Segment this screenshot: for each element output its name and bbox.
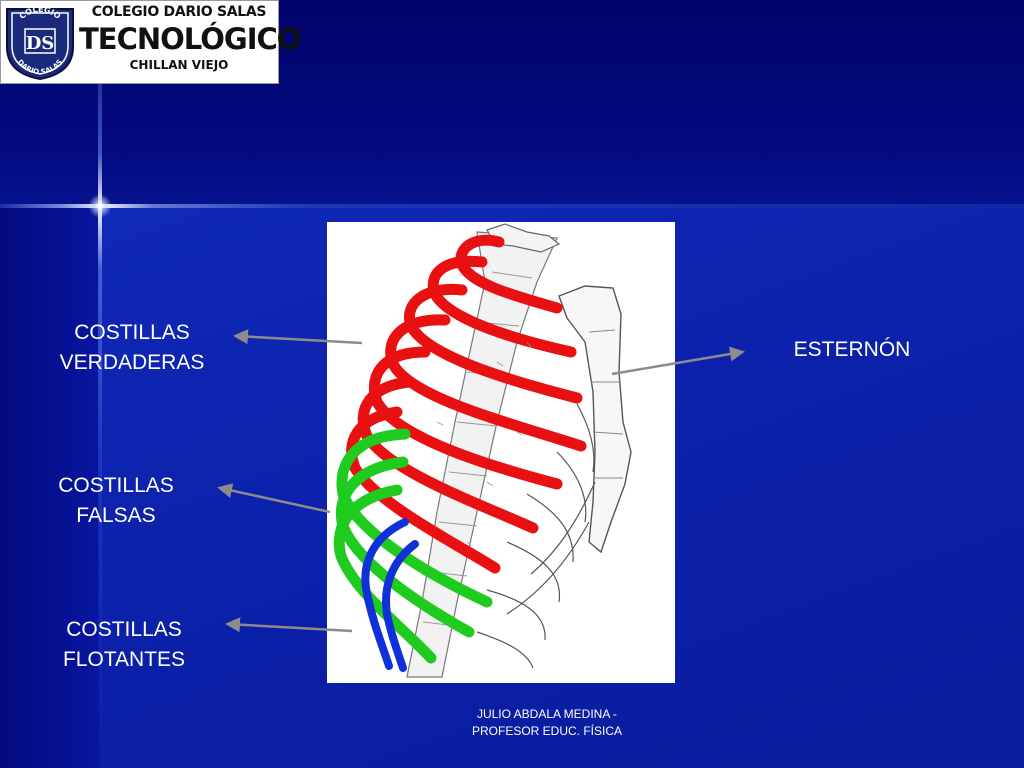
rib-cage-drawing <box>333 223 632 678</box>
sternum-segments <box>588 329 624 479</box>
rib-cartilage-outlines <box>476 403 596 669</box>
logo-school-name: COLEGIO DARIO SALAS <box>91 4 267 20</box>
label-verdaderas-line1: COSTILLAS <box>74 321 190 344</box>
label-esternon: ESTERNÓN <box>793 338 911 361</box>
logo-location: CHILLAN VIEJO <box>129 58 229 72</box>
label-falsas-line2: FALSAS <box>76 504 156 527</box>
sketch-texture <box>436 341 532 547</box>
label-costillas-falsas: COSTILLAS FALSAS <box>36 471 196 531</box>
school-seal-icon: COLEGIO DARIO SALAS DS <box>6 5 74 81</box>
label-costillas-verdaderas: COSTILLAS VERDADERAS <box>42 318 222 378</box>
light-flare-horizontal <box>0 204 1024 208</box>
sternum-shape <box>558 285 632 554</box>
label-falsas-line1: COSTILLAS <box>58 474 174 497</box>
label-flotantes-line1: COSTILLAS <box>66 618 182 641</box>
seal-mark: DS <box>26 33 55 54</box>
false-ribs <box>333 428 493 664</box>
label-flotantes-line2: FLOTANTES <box>62 648 186 671</box>
footer-role: PROFESOR EDUC. FÍSICA <box>471 724 623 738</box>
rib-cage-illustration <box>327 222 675 683</box>
label-costillas-flotantes: COSTILLAS FLOTANTES <box>44 615 204 675</box>
light-flare-center <box>88 194 112 218</box>
school-logo: COLEGIO DARIO SALAS DS COLEGIO DARIO SAL… <box>0 0 301 84</box>
light-flare-vertical <box>98 0 102 768</box>
label-verdaderas-line2: VERDADERAS <box>59 351 205 374</box>
footer-author: JULIO ABDALA MEDINA - <box>476 707 618 721</box>
logo-main-title: TECNOLÓGICO <box>79 22 301 56</box>
floating-ribs <box>361 518 419 672</box>
slide-background-left <box>0 208 100 768</box>
slide-footer: JULIO ABDALA MEDINA - PROFESOR EDUC. FÍS… <box>440 706 654 740</box>
